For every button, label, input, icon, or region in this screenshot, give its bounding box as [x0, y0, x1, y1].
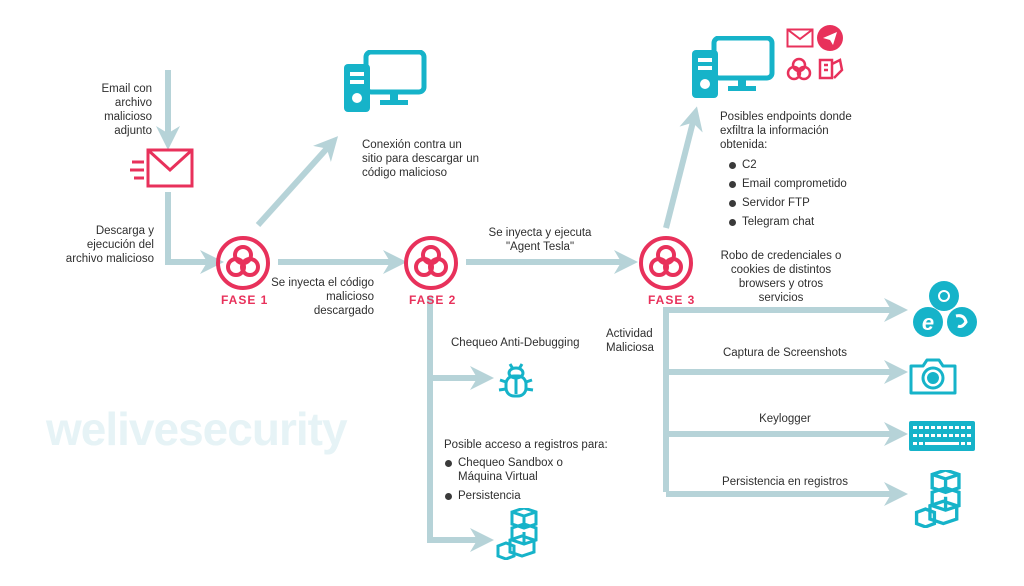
keyboard-icon — [909, 421, 975, 451]
biohazard-icon — [639, 236, 693, 290]
welivesecurity-watermark: welivesecurity — [46, 403, 348, 455]
phase-3-label: FASE 3 — [648, 293, 696, 307]
connection-label: Conexión contra un sitio para descargar … — [362, 139, 479, 179]
biohazard-icon — [216, 236, 270, 290]
computer-icon — [344, 50, 427, 112]
arrow-to-exfil — [663, 106, 703, 229]
anti-debugging-label: Chequeo Anti-Debugging — [451, 337, 580, 349]
ftp-server-icon — [818, 58, 844, 80]
email-icon — [130, 148, 194, 188]
branch-label: Captura de Screenshots — [722, 347, 848, 359]
exfil-title: Posibles endpoints donde exfiltra la inf… — [720, 111, 852, 151]
exfil-item: C2 — [729, 158, 870, 172]
download-label: Descarga y ejecución del archivo malicio… — [65, 225, 154, 265]
registry-access-title: Posible acceso a registros para: — [444, 439, 608, 451]
exfil-item: Servidor FTP — [729, 196, 870, 210]
browsers-icon: e — [913, 281, 977, 337]
mail-icon — [786, 28, 814, 48]
branch-label: Keylogger — [759, 413, 811, 425]
registry-access-block: Posible acceso a registros para: Chequeo… — [444, 438, 644, 508]
arrow-fase3-browsers — [663, 298, 908, 492]
registry-item: Persistencia — [445, 489, 644, 503]
branch-label: Persistencia en registros — [722, 476, 848, 488]
branch-label: Robo de credenciales o cookies de distin… — [720, 250, 842, 304]
arrow-to-fase1 — [165, 192, 224, 274]
arrow-to-connection — [255, 136, 339, 228]
malicious-activity-label: Actividad Maliciosa — [606, 328, 654, 354]
registry-cubes-icon — [914, 470, 961, 528]
bug-icon — [498, 363, 534, 398]
inject-label: Se inyecta el código malicioso descargad… — [271, 277, 374, 317]
email-label: Email con archivo malicioso adjunto — [101, 83, 153, 137]
biohazard-icon — [404, 236, 458, 290]
telegram-icon — [817, 25, 843, 51]
computer-icon — [692, 36, 775, 98]
registry-cubes-icon — [496, 508, 538, 560]
phase-2-label: FASE 2 — [409, 293, 457, 307]
exfil-item: Email comprometido — [729, 177, 870, 191]
camera-icon — [909, 358, 957, 395]
biohazard-c2-icon — [786, 57, 812, 81]
phase-1-label: FASE 1 — [221, 293, 269, 307]
arrow-fase2-registry — [427, 378, 494, 552]
agent-tesla-label: Se inyecta y ejecuta "Agent Tesla" — [488, 227, 592, 253]
svg-text:e: e — [922, 310, 934, 335]
registry-item: Chequeo Sandbox o Máquina Virtual — [445, 456, 588, 484]
exfil-item: Telegram chat — [729, 215, 870, 229]
exfil-block: Posibles endpoints donde exfiltra la inf… — [720, 110, 870, 234]
